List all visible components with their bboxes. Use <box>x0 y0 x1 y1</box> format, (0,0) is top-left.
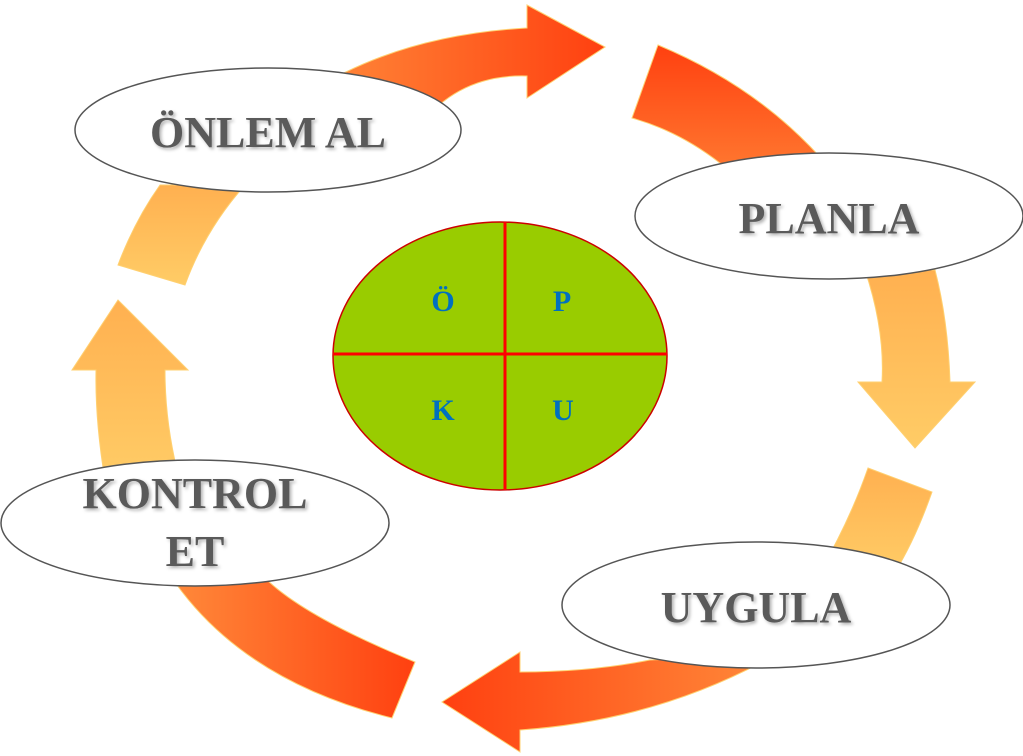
quadrant-u: U <box>552 394 574 427</box>
step-label-onlem-al: ÖNLEM AL <box>150 108 386 157</box>
step-label-et: ET <box>166 527 225 576</box>
arrow-left-upper <box>117 184 247 286</box>
quadrant-k: K <box>431 394 455 427</box>
step-label-uygula: UYGULA <box>661 583 852 632</box>
arrow-right-down <box>856 269 977 449</box>
step-onlem-al: ÖNLEM AL <box>74 67 462 193</box>
quadrant-p: P <box>553 285 571 318</box>
arrow-left-lower <box>169 574 416 719</box>
step-label-planla: PLANLA <box>739 194 920 243</box>
arrow-bottom <box>441 651 776 753</box>
arrow-left-up <box>71 299 190 481</box>
step-uygula: UYGULA <box>561 541 951 669</box>
step-label-kontrol: KONTROL <box>83 469 308 518</box>
step-planla: PLANLA <box>634 152 1023 280</box>
cycle-arrows <box>71 4 977 753</box>
step-kontrol-et: KONTROL ET <box>0 459 390 587</box>
quadrant-o: Ö <box>431 285 454 318</box>
center-circle: Ö P K U <box>332 221 668 491</box>
